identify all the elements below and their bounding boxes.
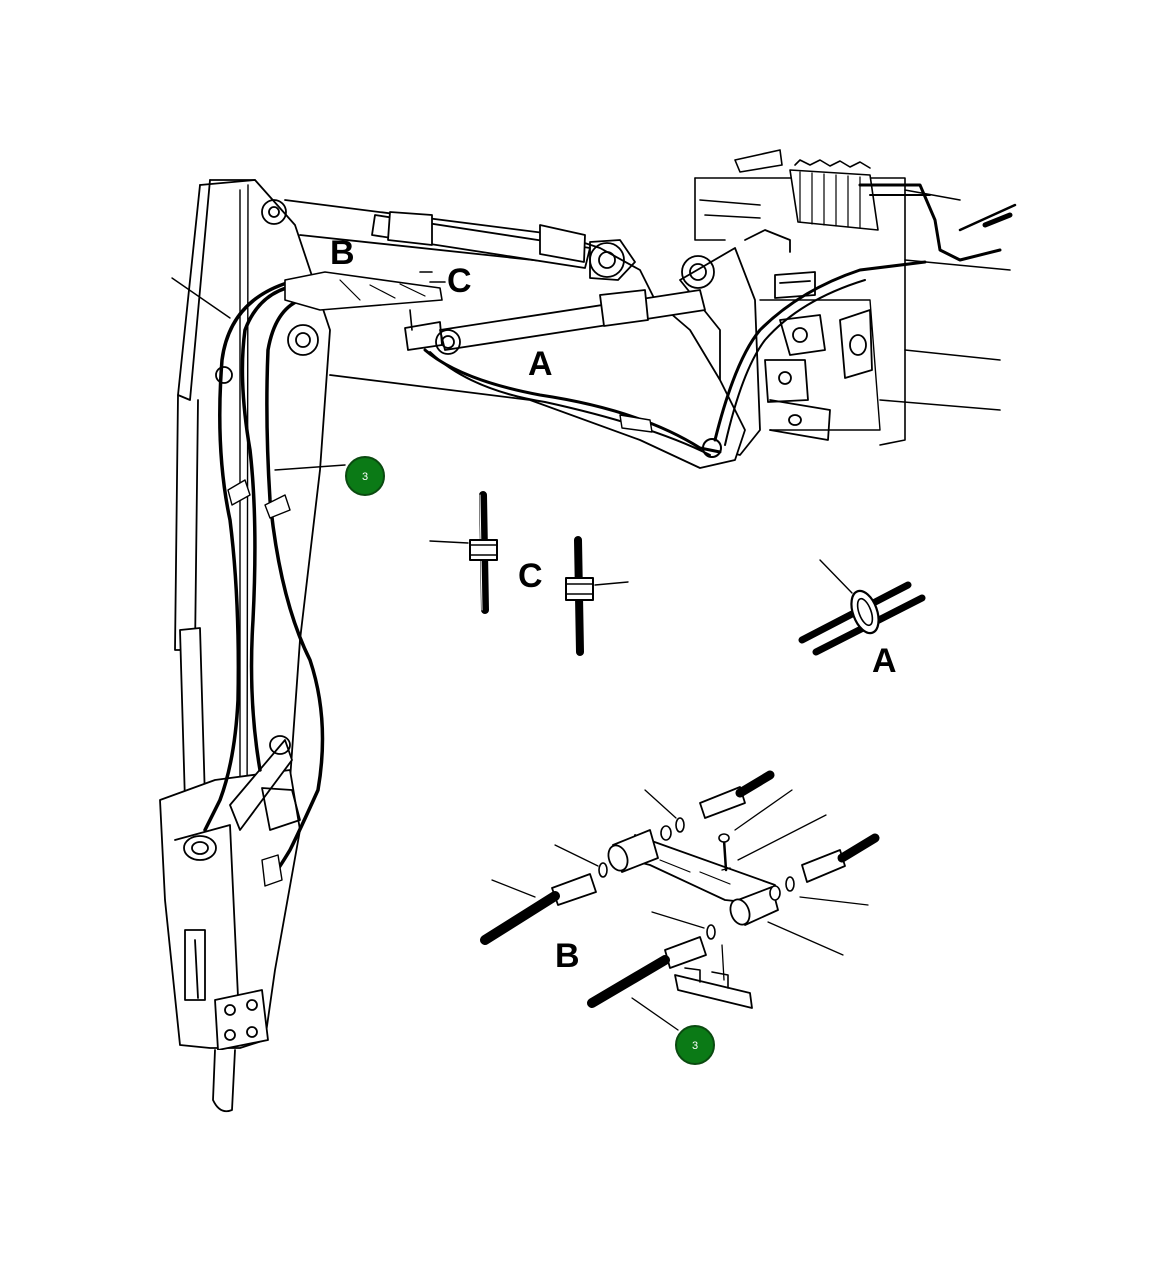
label-a-detail: A — [872, 642, 897, 680]
label-c-main: C — [447, 262, 472, 300]
hose-run-boom — [423, 260, 927, 458]
extending-dipper — [159, 735, 301, 1113]
label-b-detail: B — [555, 937, 580, 975]
hose-run-dipper — [203, 280, 325, 882]
detail-c — [429, 491, 629, 656]
boom-cylinder-upper — [371, 211, 591, 269]
leader-lines-main — [171, 277, 346, 471]
manifold-top — [284, 271, 446, 331]
detail-a — [798, 559, 926, 656]
control-valve-block — [789, 159, 1017, 262]
hose-clamps — [227, 479, 291, 887]
label-c-detail: C — [518, 557, 543, 595]
callout-number: 3 — [362, 471, 368, 483]
callout-number: 3 — [692, 1040, 698, 1052]
label-b-main: B — [330, 234, 355, 272]
callout-bubble-1[interactable]: 3 — [345, 456, 385, 496]
boom-cylinder-lower — [404, 289, 706, 355]
callout-bubble-2[interactable]: 3 — [675, 1025, 715, 1065]
label-a-main: A — [528, 345, 553, 383]
detail-b — [480, 770, 880, 1031]
